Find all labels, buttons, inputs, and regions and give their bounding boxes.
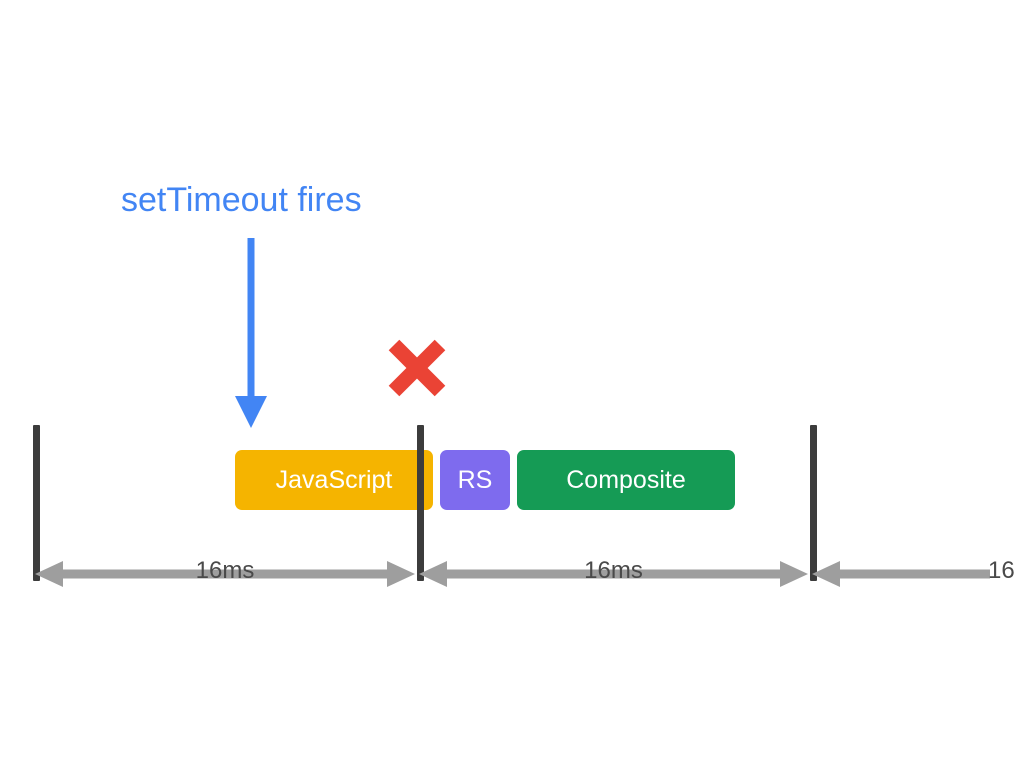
missed-frame-x-icon [386,337,448,399]
double-headed-arrow-icon [35,561,415,587]
task-bar-composite: Composite [517,450,735,510]
down-arrow-icon [235,238,267,428]
double-headed-arrow-icon [419,561,808,587]
task-bar-label: JavaScript [275,465,393,494]
frame-duration-label-3-clipped: 16 [988,557,1015,584]
frame-duration-span-2 [417,560,810,588]
frame-boundary-tick-2 [417,425,424,581]
frame-duration-span-3-clipped [810,560,1024,588]
frame-duration-label-1: 16ms [195,557,255,584]
task-bar-rs: RS [440,450,510,510]
red-x-icon [388,339,446,397]
task-bar-label: Composite [566,465,686,494]
frame-duration-label-2: 16ms [584,557,643,584]
task-bar-label: RS [457,465,493,494]
frame-boundary-tick-3 [810,425,817,581]
frame-duration-span-1 [33,560,417,588]
task-bar-javascript: JavaScript [235,450,433,510]
settimeout-annotation-label: setTimeout fires [121,181,362,219]
settimeout-pointer-arrow [228,236,274,432]
left-arrow-icon [812,561,990,587]
frame-boundary-tick-1 [33,425,40,581]
